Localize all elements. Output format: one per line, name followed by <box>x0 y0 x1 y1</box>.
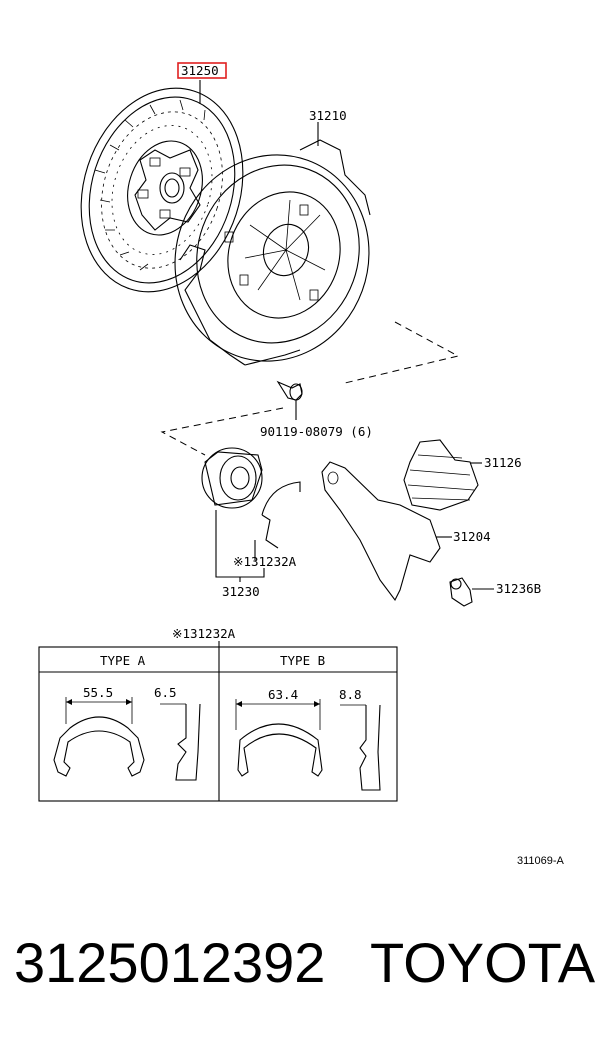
boot-drawing <box>403 439 482 511</box>
release-bearing-drawing <box>201 447 263 509</box>
type-b-header: TYPE B <box>280 653 325 668</box>
type-b-clip-outline <box>237 723 323 777</box>
label-boot: 31126 <box>484 455 522 470</box>
label-clip: ※131232A <box>233 554 297 569</box>
assembly-guide-upper <box>344 321 460 384</box>
type-b-width-dim: 63.4 <box>268 687 298 702</box>
label-release-fork: 31204 <box>453 529 491 544</box>
footer: 3125012392 TOYOTA <box>0 905 600 1025</box>
part-number: 3125012392 <box>14 931 326 994</box>
clutch-cover-drawing <box>174 122 371 366</box>
label-bolt: 90119-08079 (6) <box>260 424 373 439</box>
label-bearing-assy: 31230 <box>222 584 260 599</box>
brand-name: TOYOTA <box>370 931 596 994</box>
type-b-side-profile <box>359 704 381 791</box>
clutch-disc-drawing <box>80 80 244 293</box>
type-a-side-dim: 6.5 <box>154 685 177 700</box>
type-a-header: TYPE A <box>100 653 146 668</box>
clip-detail-box: ※131232A TYPE A TYPE B 55.5 6.5 63.4 8.8 <box>38 626 398 802</box>
type-a-side-profile <box>175 703 201 781</box>
type-b-side-dim: 8.8 <box>339 687 362 702</box>
type-a-width-dim: 55.5 <box>83 685 113 700</box>
assembly-guide-lower <box>160 407 284 456</box>
label-fork-support: 31236B <box>496 581 541 596</box>
illustration-code: 311069-A <box>517 855 565 867</box>
label-clutch-disc: 31250 <box>181 63 219 78</box>
type-a-clip-outline <box>53 716 145 777</box>
clip-drawing <box>261 481 301 549</box>
highlight-box <box>177 62 227 79</box>
fork-support-drawing <box>449 577 494 607</box>
release-fork-drawing <box>321 461 452 602</box>
detail-box-title: ※131232A <box>172 626 236 641</box>
label-clutch-cover: 31210 <box>309 108 347 123</box>
bolt-drawing <box>276 380 303 420</box>
parts-diagram: 31250 31210 90119-08079 (6) 31126 31204 … <box>38 62 565 867</box>
